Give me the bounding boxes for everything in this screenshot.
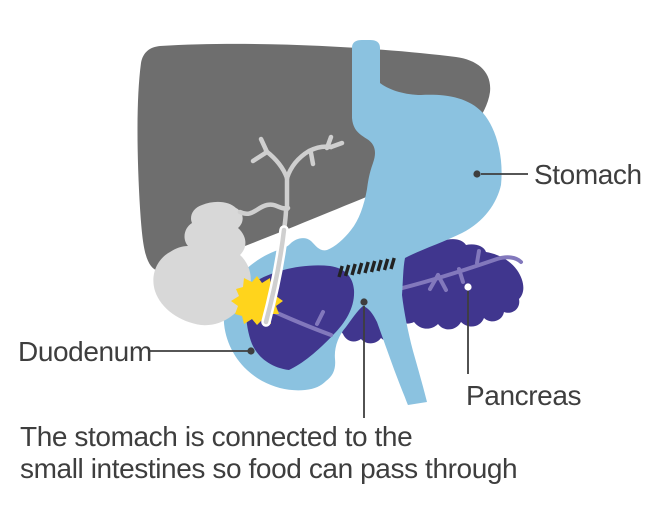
cystic-duct: [237, 202, 291, 216]
duodenum-leader-dot: [247, 347, 255, 355]
stomach-label: Stomach: [534, 159, 642, 190]
stomach-leader: [473, 170, 528, 178]
junction-leader: [360, 298, 368, 418]
caption: The stomach is connected to the small in…: [20, 421, 518, 484]
staple-line: [337, 257, 396, 278]
pancreas-leader: [464, 283, 472, 374]
duodenum-label: Duodenum: [18, 336, 152, 367]
junction-leader-dot: [360, 298, 368, 306]
pancreas-leader-dot: [464, 283, 472, 291]
stomach-leader-dot: [473, 170, 481, 178]
caption-line-2: small intestines so food can pass throug…: [20, 452, 518, 484]
duodenum-leader: [150, 347, 255, 355]
pancreatic-duct-tail: [388, 249, 523, 293]
pancreas-label: Pancreas: [466, 380, 582, 411]
gallbladder-shape: [153, 201, 251, 326]
common-bile-duct: [263, 227, 287, 325]
caption-line-1: The stomach is connected to the: [20, 421, 413, 452]
